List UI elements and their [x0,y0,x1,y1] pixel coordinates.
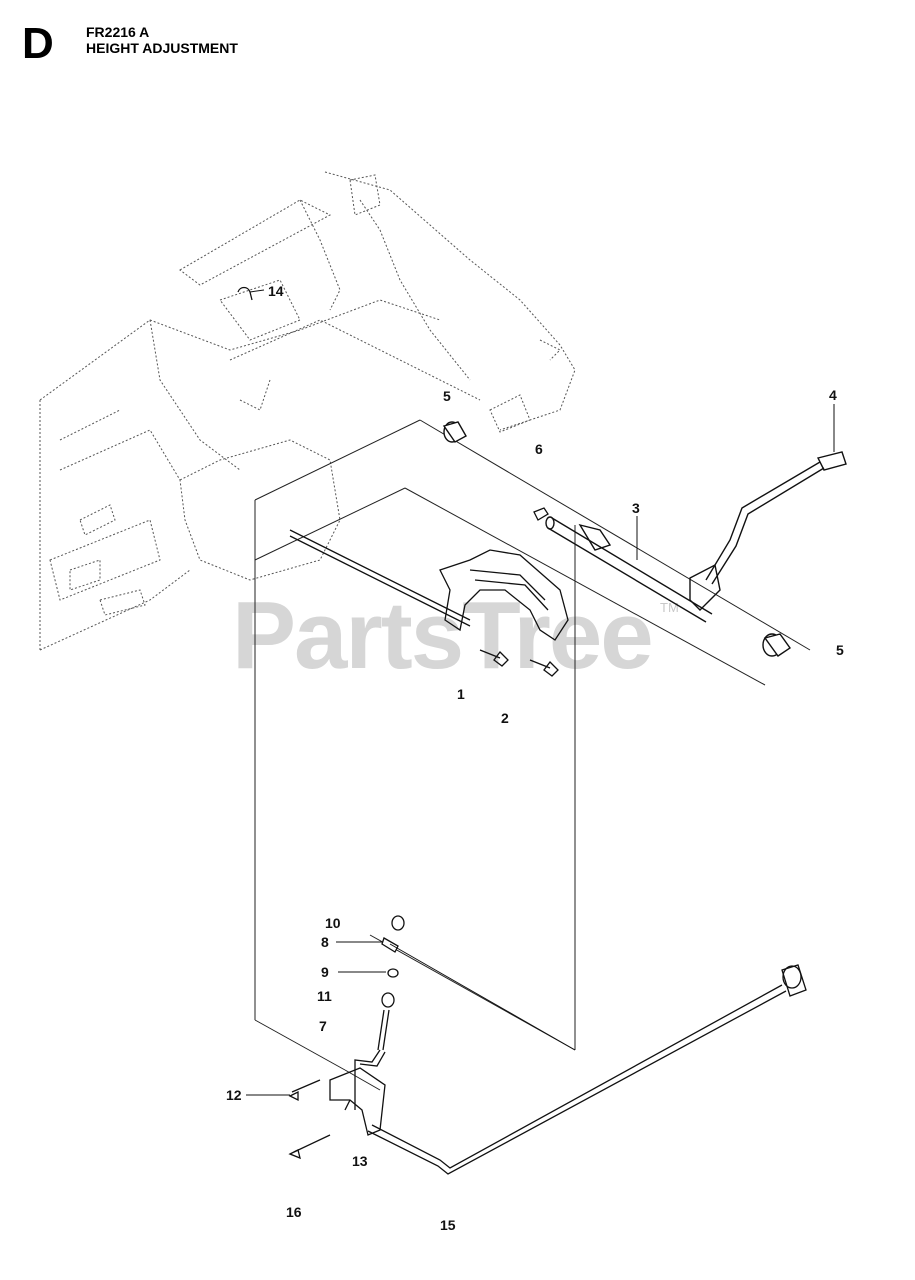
chassis-outline [39,171,576,651]
callout-5-top: 5 [443,388,451,404]
callout-9: 9 [321,964,329,980]
page-title: HEIGHT ADJUSTMENT [86,40,238,56]
callout-11: 11 [317,988,332,1004]
fastener-stack-parts-8-11 [377,915,405,1051]
section-letter: D [22,19,54,68]
bushing-part-5-right [762,633,791,657]
callout-1: 1 [457,686,465,702]
callout-7: 7 [319,1018,327,1034]
link-arm-part-7-13 [329,1049,386,1136]
lever-part-4 [705,451,847,585]
callout-6: 6 [535,441,543,457]
callout-10: 10 [325,915,341,931]
shaft-part-3 [545,516,721,623]
bolt-part-2 [479,649,559,677]
assembly-guide-frame [254,419,811,1091]
callout-14: 14 [268,283,284,299]
bracket-part-1 [289,529,569,641]
callout-5-right: 5 [836,642,844,658]
callout-15: 15 [440,1217,456,1233]
callout-16: 16 [286,1204,302,1220]
callout-4: 4 [829,387,837,403]
callout-12: 12 [226,1087,242,1103]
callout-8: 8 [321,934,329,950]
callout-3: 3 [632,500,640,516]
pin-part-12 [288,1079,321,1102]
clip-part-14 [237,286,253,301]
callout-13: 13 [352,1153,368,1169]
pin-part-6 [533,507,549,521]
bushing-part-5-left [442,421,467,443]
watermark: PartsTree [232,582,654,689]
leader-lines [246,289,835,1096]
rod-part-15 [367,964,807,1175]
pin-part-16 [288,1134,331,1160]
callout-2: 2 [501,710,509,726]
model-number: FR2216 A [86,24,150,40]
